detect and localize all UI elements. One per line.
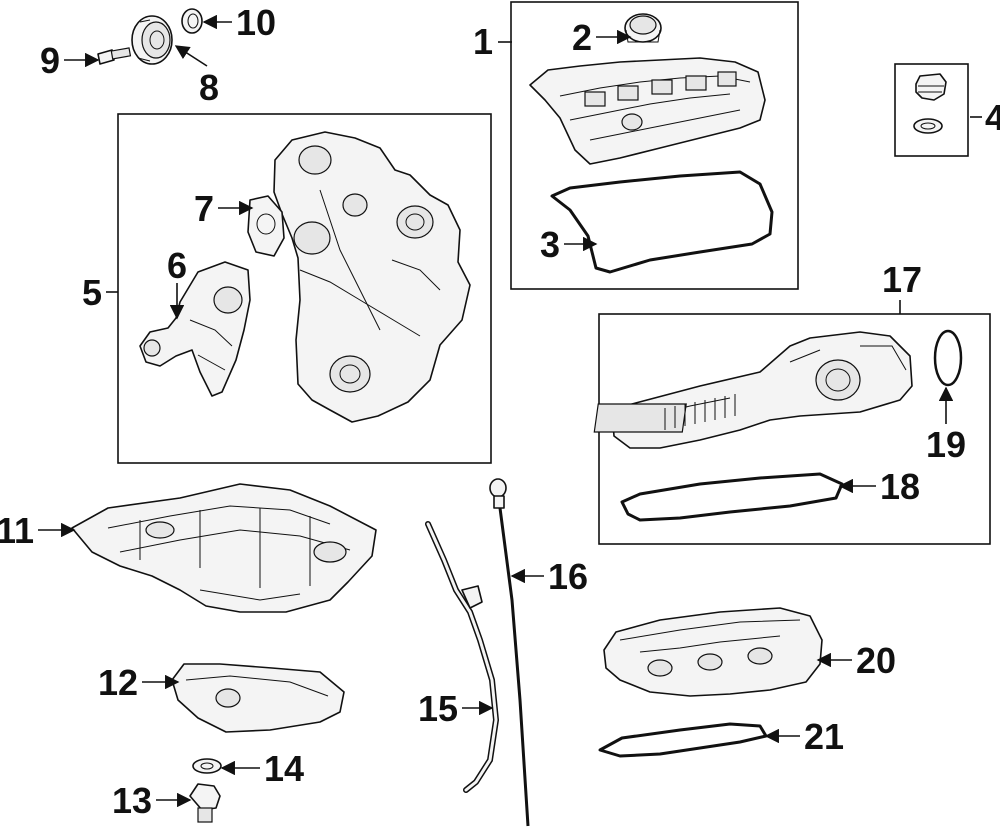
callout-2: 2 [572, 17, 592, 58]
callout-13: 13 [112, 780, 152, 821]
seal-ring-part [181, 8, 203, 34]
lower-intake-gasket-part [598, 722, 768, 758]
callout-10: 10 [236, 2, 276, 43]
upper-intake-manifold-part [593, 331, 913, 449]
callout-18: 18 [880, 466, 920, 507]
pulley-part [131, 15, 173, 65]
callout-3: 3 [540, 224, 560, 265]
dipstick-part [489, 478, 530, 827]
intake-gasket-part [620, 472, 844, 522]
callout-4: 4 [985, 97, 1000, 138]
upper-oil-pan-part [71, 483, 377, 613]
bolt-part [97, 47, 132, 65]
valve-cover-part [529, 57, 766, 165]
lower-oil-pan-part [171, 663, 345, 733]
callout-6: 6 [167, 245, 187, 286]
lower-intake-manifold-part [603, 607, 823, 697]
callout-11: 11 [0, 510, 34, 551]
intake-seal-ring-part [933, 329, 963, 387]
callout-19: 19 [926, 424, 966, 465]
callout-15: 15 [418, 688, 458, 729]
leader-lines [38, 14, 982, 808]
callout-8: 8 [199, 67, 219, 108]
group-box-valve-cover [510, 1, 799, 290]
water-pump-gasket-part [247, 195, 285, 257]
timing-cover-part [273, 131, 471, 423]
group-box-oil-cap [894, 63, 969, 157]
oil-cap-part [913, 73, 947, 134]
callout-1: 1 [473, 21, 493, 62]
callout-12: 12 [98, 662, 138, 703]
callout-20: 20 [856, 640, 896, 681]
callout-21: 21 [804, 716, 844, 757]
drain-plug-part [189, 783, 221, 823]
callout-9: 9 [40, 40, 60, 81]
water-pump-part [139, 261, 251, 397]
filler-cap-part [624, 13, 662, 43]
callout-5: 5 [82, 272, 102, 313]
group-box-timing-cover [117, 113, 492, 464]
callout-17: 17 [882, 259, 922, 300]
callout-14: 14 [264, 748, 304, 789]
dipstick-tube-part [425, 521, 500, 793]
callout-16: 16 [548, 556, 588, 597]
drain-plug-gasket-part [192, 758, 222, 774]
valve-cover-gasket-part [550, 170, 774, 274]
callout-7: 7 [194, 188, 214, 229]
